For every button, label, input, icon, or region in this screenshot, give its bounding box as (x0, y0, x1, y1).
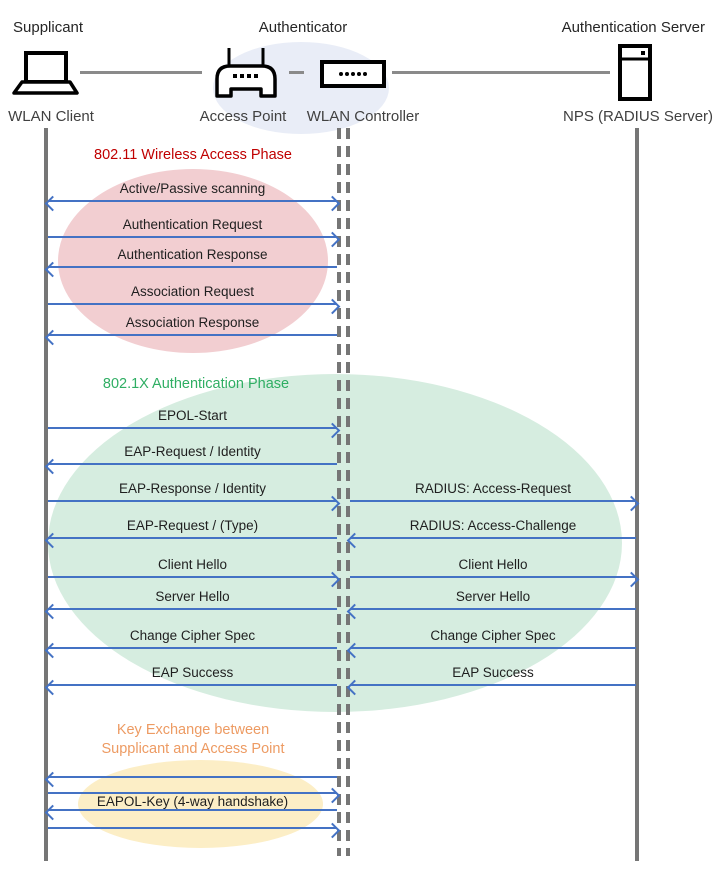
message-label: EPOL-Start (157, 408, 228, 423)
server-lifeline (635, 128, 639, 861)
msg-authentication-response: Authentication Response (44, 247, 337, 278)
message-label: RADIUS: Access-Request (414, 481, 572, 496)
message-label: Client Hello (458, 557, 528, 572)
msg-eap-response-identity: EAP-Response / Identity (48, 481, 341, 512)
arrow-line (346, 532, 636, 549)
arrow-line (48, 822, 341, 839)
authenticator-lifeline-left (337, 128, 341, 856)
msg-association-request: Association Request (48, 284, 341, 315)
msg-eapol-key-3: EAPOL-Key (4-way handshake) (44, 790, 337, 821)
arrow-line (346, 603, 636, 620)
arrow-line (44, 679, 337, 696)
arrow-line (44, 804, 337, 821)
msg-client-hello-left: Client Hello (48, 557, 341, 588)
message-label: EAP-Request / (Type) (126, 518, 259, 533)
message-label: Server Hello (155, 589, 230, 604)
arrow-line (48, 495, 341, 512)
role-authenticator-label: Authenticator (258, 19, 348, 36)
arrow-line (44, 329, 337, 346)
arrow-line (346, 642, 636, 659)
arrow-line (44, 261, 337, 278)
laptop-icon (11, 51, 79, 103)
msg-active-passive-scanning: Active/Passive scanning (44, 181, 341, 212)
phase-80211-ellipse (58, 169, 328, 353)
access-point-icon (212, 45, 280, 103)
phase-key-exchange-title-line1: Key Exchange between (116, 722, 270, 738)
server-icon (617, 44, 654, 107)
message-label: Server Hello (455, 589, 531, 604)
arrow-line (44, 603, 337, 620)
message-label: Change Cipher Spec (430, 628, 556, 643)
message-label: Authentication Response (117, 247, 268, 262)
message-label: EAP Success (452, 665, 534, 680)
arrow-line (48, 787, 341, 804)
arrow-line (346, 679, 636, 696)
message-label: Association Request (130, 284, 255, 299)
msg-server-hello-left: Server Hello (44, 589, 337, 620)
msg-eap-success-right: EAP Success (346, 665, 636, 696)
arrow-line (48, 298, 341, 315)
message-label: EAP-Request / Identity (124, 444, 261, 459)
phase-80211-title: 802.11 Wireless Access Phase (94, 147, 292, 163)
link-controller-server (392, 71, 610, 74)
message-label: EAP-Response / Identity (118, 481, 267, 496)
arrow-line (44, 532, 337, 549)
phase-8021x-ellipse (48, 374, 622, 712)
message-label: RADIUS: Access-Challenge (409, 518, 577, 533)
message-label: EAPOL-Key (4-way handshake) (96, 794, 289, 809)
msg-eapol-key-4 (48, 808, 341, 839)
link-ap-controller (289, 71, 304, 74)
message-label: Active/Passive scanning (119, 181, 266, 196)
msg-authentication-request: Authentication Request (48, 217, 341, 248)
message-label: EAP Success (151, 665, 234, 680)
arrow-line (44, 642, 337, 659)
phase-key-exchange-title-line2: Supplicant and Access Point (101, 741, 285, 757)
arrow-line (44, 195, 341, 212)
message-label: Authentication Request (122, 217, 263, 232)
msg-radius-access-challenge: RADIUS: Access-Challenge (346, 518, 636, 549)
arrow-line (44, 458, 337, 475)
msg-eap-request-identity: EAP-Request / Identity (44, 444, 337, 475)
msg-client-hello-right: Client Hello (350, 557, 640, 588)
supplicant-lifeline (44, 128, 48, 861)
arrow-line (48, 422, 341, 439)
phase-key-exchange-ellipse (78, 760, 323, 848)
device-wlan-client-label: WLAN Client (8, 108, 94, 125)
arrow-line (350, 495, 640, 512)
msg-epol-start: EPOL-Start (48, 408, 341, 439)
message-label: Client Hello (157, 557, 228, 572)
msg-eap-request-type: EAP-Request / (Type) (44, 518, 337, 549)
arrow-line (48, 571, 341, 588)
arrow-line (44, 771, 337, 788)
msg-association-response: Association Response (44, 315, 337, 346)
message-label: Change Cipher Spec (129, 628, 256, 643)
role-authentication-server-label: Authentication Server (561, 19, 705, 36)
msg-change-cipher-spec-left: Change Cipher Spec (44, 628, 337, 659)
device-nps-radius-server-label: NPS (RADIUS Server) (563, 108, 713, 125)
arrow-line (48, 231, 341, 248)
device-wlan-controller-label: WLAN Controller (306, 108, 420, 125)
msg-eapol-key-1 (44, 757, 337, 788)
arrow-line (350, 571, 640, 588)
message-label: Association Response (125, 315, 260, 330)
msg-change-cipher-spec-right: Change Cipher Spec (346, 628, 636, 659)
msg-server-hello-right: Server Hello (346, 589, 636, 620)
device-access-point-label: Access Point (199, 108, 287, 125)
authenticator-lifeline-right (346, 128, 350, 856)
phase-8021x-title: 802.1X Authentication Phase (102, 376, 290, 392)
link-client-ap (80, 71, 202, 74)
msg-radius-access-request: RADIUS: Access-Request (350, 481, 640, 512)
role-supplicant-label: Supplicant (13, 19, 84, 36)
msg-eapol-key-2 (48, 773, 341, 804)
wlan-controller-icon (320, 60, 386, 93)
msg-eap-success-left: EAP Success (44, 665, 337, 696)
